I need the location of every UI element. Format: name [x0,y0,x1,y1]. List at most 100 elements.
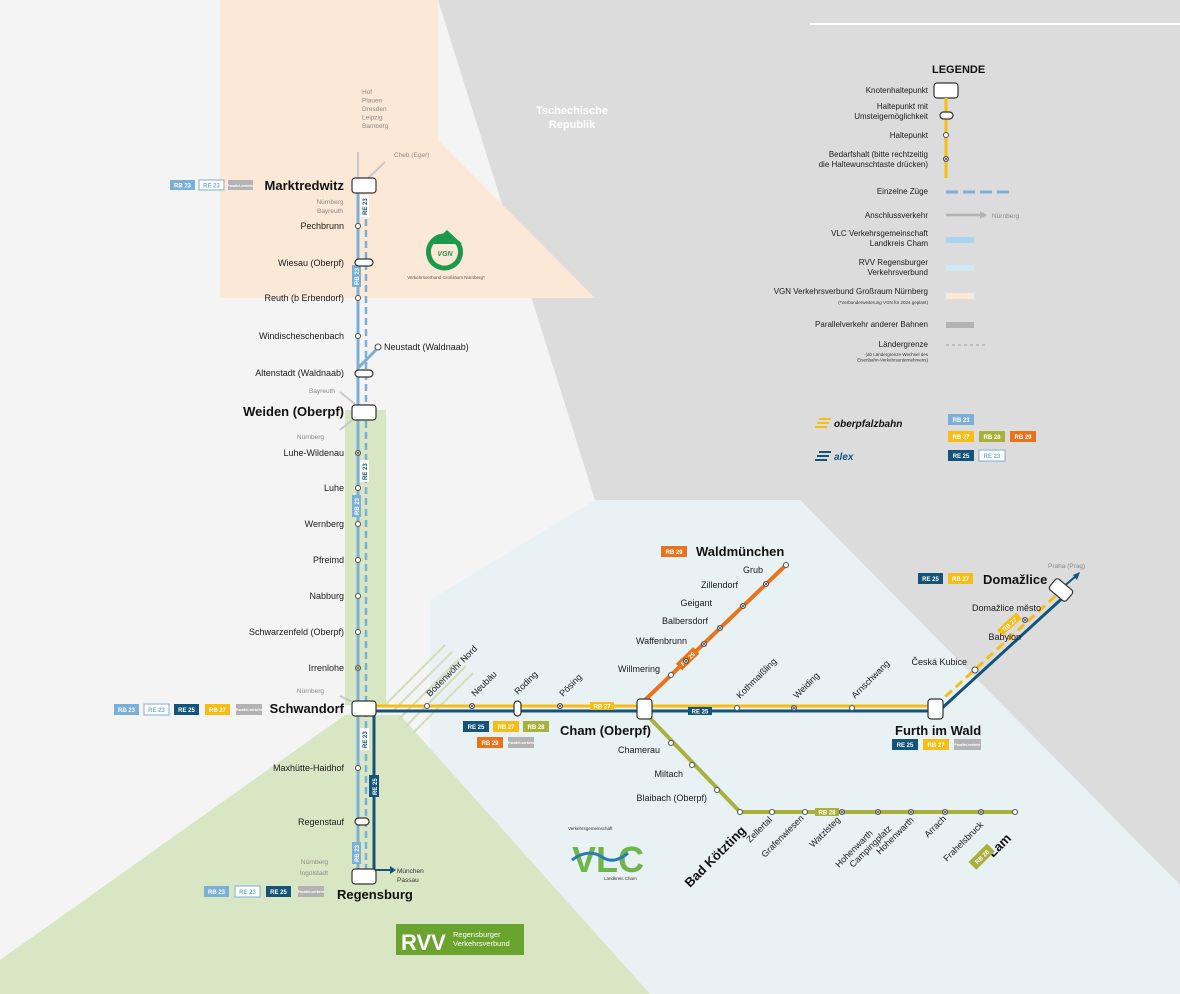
label-irrenlohe: Irrenlohe [308,663,344,673]
badge-waldmuenchen-rb29 [661,546,687,557]
stop-miltach[interactable] [688,761,696,769]
label-neustadt: Neustadt (Waldnaab) [384,342,469,352]
stop-blaibach[interactable] [713,786,721,794]
label-marktredwitz: Marktredwitz [265,178,345,193]
pill-regenstauf[interactable] [354,817,370,826]
badge-schwandorf-rb27-label: RB 27 [209,708,227,714]
stop-schwarzenfeld[interactable] [354,628,362,636]
conn-weiden-nw: Bayreuth [309,388,335,395]
pill-roding[interactable] [513,700,522,717]
stop-arnschwang[interactable] [848,704,856,712]
node-weiden[interactable] [351,404,377,421]
legend-rvv-swatch [946,265,974,271]
op-badge-rb23 [948,414,974,425]
stop-pechbrunn[interactable] [354,222,362,230]
badge-domazlice-rb27 [948,573,973,584]
legend-vgn-label: VGN Verkehrsverbund Großraum Nürnberg [774,287,928,296]
node-domazlice[interactable] [1048,578,1074,603]
rvv-logo-text: RVV [401,930,446,955]
vgn-area [220,0,595,298]
stop-wernberg[interactable] [354,520,362,528]
stop-windischeschenbach[interactable] [354,332,362,340]
label-regenstauf: Regenstauf [298,817,345,827]
re25-to-domazlice [938,591,1070,712]
station-markers [351,177,1074,885]
label-regensburg: Regensburg [337,887,413,902]
stop-maxhuette[interactable] [354,764,362,772]
node-cham[interactable] [636,698,653,720]
stop-grafenwiesen[interactable] [801,808,809,816]
stop-zellertal[interactable] [768,808,776,816]
op-badge-rb29 [1010,431,1036,442]
badge-cham-rb27 [493,721,519,732]
label-weiden: Weiden (Oberpf) [243,404,344,419]
node-marktredwitz[interactable] [351,177,377,194]
stop-ceska-kubice[interactable] [971,666,979,674]
stop-pfreimd[interactable] [354,556,362,564]
badge-marktredwitz-parallel-label: Parallel-verkehr [227,184,254,188]
label-altenstadt: Altenstadt (Waldnaab) [255,368,344,378]
label-waldmuenchen: Waldmünchen [696,544,784,559]
label-miltach: Miltach [654,769,683,779]
node-regensburg[interactable] [351,868,377,885]
stop-chamerau[interactable] [667,739,675,747]
badge-schwandorf-re23-label: RE 23 [148,708,165,714]
label-balbersdorf: Balbersdorf [662,616,709,626]
label-domazlice-mesto: Domažlice město [972,603,1041,613]
node-schwandorf[interactable] [351,700,377,717]
pill-wiesau[interactable] [354,258,374,267]
badge-regensburg-re25-label: RE 25 [270,890,287,896]
stop-bad-koetzting[interactable] [736,808,744,816]
label-maxhuette: Maxhütte-Haidhof [273,763,345,773]
legend-anschluss-example: Nürnberg [992,213,1019,220]
badge-furth-rb27-label: RB 27 [927,743,945,749]
stop-grub[interactable] [782,561,790,569]
op-badge-rb29-label: RB 29 [1014,435,1032,441]
legend-halt-marker [942,131,950,139]
stop-kothmaissling[interactable] [733,704,741,712]
stop-bodenwoehr[interactable] [423,702,431,710]
badge-cham-re25-label: RE 25 [468,725,485,731]
op-badge-rb28-label: RB 28 [983,435,1001,441]
badge-domazlice-rb27-label: RB 27 [952,577,970,583]
stop-willmering[interactable] [667,671,675,679]
label-wernberg: Wernberg [305,519,344,529]
badge-regensburg-parallel-label: Parallel-verkehr [298,890,325,894]
legend-umsteig-marker [939,111,954,120]
badge-marktredwitz-re23 [198,179,225,191]
op-badge-rb27 [948,431,974,442]
op-badge-re25 [948,450,974,461]
op-badge-rb28 [979,431,1005,442]
stop-luhe[interactable] [354,484,362,492]
node-furth[interactable] [927,698,944,720]
conn-schwandorf: Nürnberg [297,688,324,695]
stop-lam[interactable] [1011,808,1019,816]
label-cham: Cham (Oberpf) [560,723,651,738]
stop-nabburg[interactable] [354,592,362,600]
vlc-logo: Verkehrsgemeinschaft VLC Landkreis Cham [568,826,644,881]
stop-neustadt[interactable] [374,343,382,351]
label-grub: Grub [743,565,763,575]
op-badge-re23-label: RE 23 [984,454,1001,460]
badge-furth-re25 [892,739,918,750]
stop-reuth[interactable] [354,294,362,302]
label-babylon: Babylon [988,632,1021,642]
label-rb23-wiesau: RB 23 [355,267,361,285]
op-badge-re23 [978,449,1006,462]
badge-cham-rb29 [477,737,503,748]
badge-cham-parallel-label: Parallel-verkehr [508,741,535,745]
legend-title: LEGENDE [932,64,985,76]
label-rb23-luhe: RB 23 [355,497,361,515]
badge-furth-re25-label: RE 25 [897,743,914,749]
pill-altenstadt[interactable] [354,369,374,378]
rvv-logo-sub2: Verkehrsverbund [453,939,510,948]
